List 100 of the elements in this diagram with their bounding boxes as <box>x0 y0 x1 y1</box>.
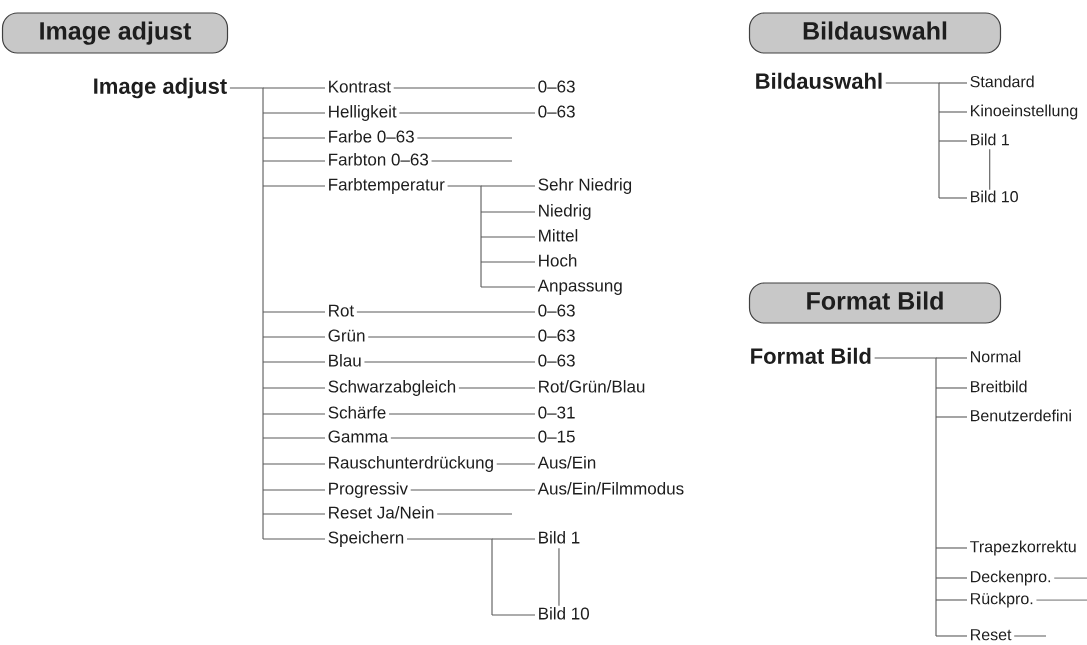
tree-branch <box>262 311 326 313</box>
menu-item-label: Sehr Niedrig <box>538 178 632 194</box>
connector-line <box>436 513 513 515</box>
menu-item-label: Aus/Ein <box>537 456 596 469</box>
tree-branch <box>480 185 536 187</box>
menu-item-label: Standard <box>970 75 1034 88</box>
menu-item-label: Schärfe <box>328 406 386 419</box>
menu-item-label: Bild 10 <box>971 190 1018 203</box>
menu-item-label: Bild 1 <box>971 133 1009 146</box>
tree-branch <box>935 387 968 389</box>
tree-branch <box>262 112 326 114</box>
tree-branch <box>262 463 326 465</box>
tree-branch <box>935 635 968 637</box>
connector-line <box>416 137 513 139</box>
menu-item-label: 0–15 <box>538 430 575 443</box>
connector-line <box>363 361 536 363</box>
menu-item-label: 0–63 <box>538 304 575 317</box>
menu-item-label: Grün <box>328 329 365 342</box>
tree-branch <box>935 416 968 418</box>
tree-branch <box>262 87 326 89</box>
tree-branch <box>262 137 326 139</box>
menu-item-label: Kinoeinstellung <box>971 104 1078 120</box>
tree-branch <box>935 547 968 549</box>
menu-item-label: Reset <box>971 629 1012 641</box>
menu-item-label: Aus/Ein/Filmmodus <box>537 482 684 495</box>
menu-item-label: 0–63 <box>538 329 575 342</box>
heading-pill: Format Bild <box>748 282 1002 324</box>
connector-line <box>367 336 536 338</box>
menu-item-label: Farbe 0–63 <box>329 130 414 143</box>
menu-item-label: Anpassung <box>537 279 622 295</box>
connector-line <box>431 160 513 162</box>
tree-trunk <box>447 185 482 288</box>
connector-line <box>398 112 536 114</box>
menu-item-label: Rückpro. <box>971 592 1033 608</box>
menu-item-label: 0–63 <box>538 354 575 367</box>
connector-line <box>393 87 536 89</box>
connector-line <box>356 311 536 313</box>
tree-branch <box>262 185 326 187</box>
connector-line <box>1013 635 1047 637</box>
tree-branch <box>491 538 536 540</box>
connector-line <box>1035 599 1087 601</box>
menu-item-label: Bild 10 <box>539 607 589 620</box>
heading-pill: Bildauswahl <box>748 12 1002 54</box>
tree-branch <box>938 197 968 199</box>
tree-branch <box>262 437 326 439</box>
heading-pill: Image adjust <box>1 12 229 54</box>
menu-item-label: 0–63 <box>538 80 575 93</box>
menu-item-label: Farbton 0–63 <box>329 153 429 166</box>
menu-item-label: Rot <box>329 304 355 317</box>
menu-item-label: Helligkeit <box>329 105 397 121</box>
menu-item-label: 0–63 <box>538 105 575 118</box>
tree-branch <box>262 489 326 491</box>
menu-item-label: Breitbild <box>971 380 1027 393</box>
menu-item-label: Hoch <box>539 254 577 267</box>
menu-item-label: Kontrast <box>329 80 391 93</box>
menu-item-label: Speichern <box>328 531 404 547</box>
connector-line <box>410 489 536 491</box>
menu-item-label: Rot/Grün/Blau <box>539 380 645 393</box>
connector-line <box>458 387 536 389</box>
tree-branch <box>262 513 326 515</box>
menu-item-label: Niedrig <box>539 204 591 220</box>
connector-line <box>388 413 536 415</box>
menu-item-label: Benutzerdefini <box>971 409 1071 422</box>
tree-trunk <box>229 87 264 540</box>
menu-item-label: Farbtemperatur <box>329 178 445 194</box>
root-label: Image adjust <box>94 77 227 99</box>
menu-item-label: Mittel <box>539 229 578 242</box>
menu-item-label: Deckenpro. <box>971 570 1051 586</box>
tree-branch <box>491 614 536 616</box>
connector-line <box>390 437 536 439</box>
tree-branch <box>935 599 968 601</box>
menu-item-label: Schwarzabgleich <box>328 380 456 396</box>
tree-branch <box>938 82 968 84</box>
tree-branch <box>935 357 968 359</box>
tree-trunk <box>406 538 493 616</box>
tree-branch <box>938 111 968 113</box>
connector-line <box>1053 577 1087 579</box>
menu-item-label: 0–31 <box>538 406 575 419</box>
tree-branch <box>262 538 326 540</box>
menu-item-label: Progressiv <box>329 482 408 498</box>
menu-item-label: Reset Ja/Nein <box>329 506 434 519</box>
tree-branch <box>262 413 326 415</box>
range-line <box>989 148 991 191</box>
tree-branch <box>938 140 968 142</box>
tree-branch <box>480 286 536 288</box>
menu-item-label: Gamma <box>328 430 389 443</box>
range-line <box>558 547 560 607</box>
menu-item-label: Rauschunterdrückung <box>329 456 493 472</box>
menu-item-label: Trapezkorrektu <box>970 540 1076 556</box>
tree-branch <box>480 236 536 238</box>
tree-branch <box>262 336 326 338</box>
root-label: Bildauswahl <box>756 72 882 89</box>
menu-item-label: Normal <box>971 350 1021 363</box>
menu-item-label: Bild 1 <box>539 531 580 544</box>
tree-trunk <box>885 82 940 199</box>
menu-item-label: Blau <box>329 354 361 367</box>
tree-branch <box>935 577 968 579</box>
tree-branch <box>262 160 326 162</box>
tree-branch <box>480 261 536 263</box>
tree-branch <box>262 361 326 363</box>
